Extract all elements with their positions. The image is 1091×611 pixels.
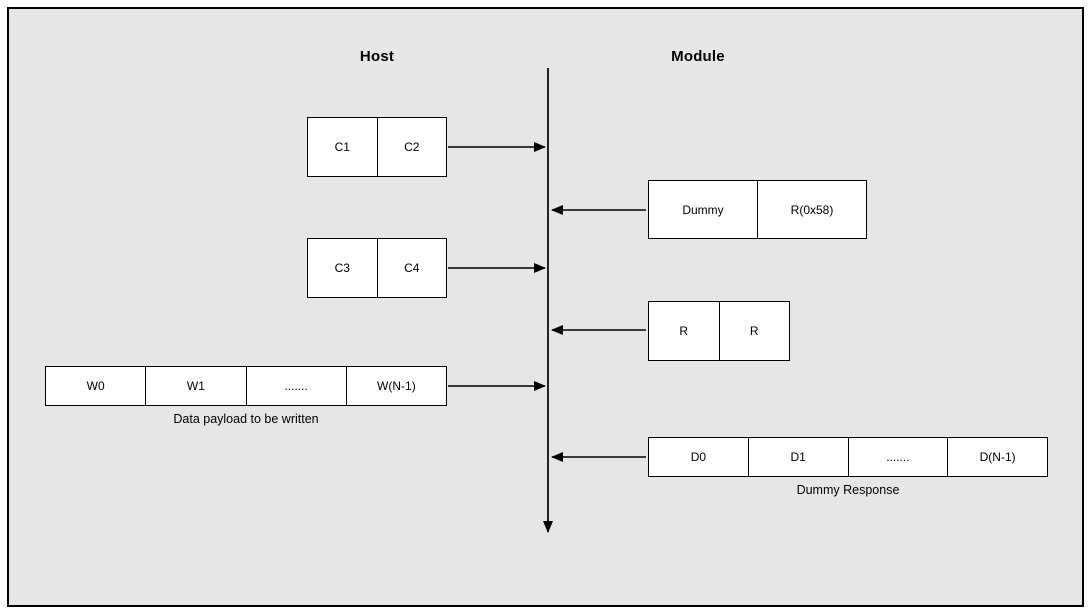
command-frame-c1-c2: C1 C2 [307,117,447,177]
command-frame-c3-c4: C3 C4 [307,238,447,298]
frame-cell: W0 [86,379,105,393]
frame-cell: R [718,302,790,360]
response-frame-r-r: R R [648,301,790,361]
response-frame-dummy-r0x58: Dummy R(0x58) [648,180,867,239]
frame-cell: C4 [376,239,447,297]
frame-cell: ....... [245,367,346,405]
frame-cell: R [679,324,689,338]
dummy-response-frame: D0 D1 ....... D(N-1) [648,437,1048,477]
frame-cell: W1 [145,367,245,405]
frame-cell: W(N-1) [345,367,446,405]
frame-cell: ....... [847,438,948,476]
module-column-title: Module [671,48,725,65]
frame-cell: D(N-1) [947,438,1047,476]
frame-cell: C3 [334,261,350,275]
frame-cell: D0 [690,450,707,464]
frame-cell: D1 [747,438,848,476]
frame-cell: C1 [334,140,350,154]
host-column-title: Host [359,48,395,65]
write-payload-caption: Data payload to be written [173,412,319,426]
diagram-frame [7,7,1084,607]
dummy-response-caption: Dummy Response [796,483,900,497]
frame-cell: Dummy [682,202,724,217]
frame-cell: C2 [376,118,447,176]
write-payload-frame: W0 W1 ....... W(N-1) [45,366,447,406]
frame-cell: R(0x58) [757,181,866,238]
